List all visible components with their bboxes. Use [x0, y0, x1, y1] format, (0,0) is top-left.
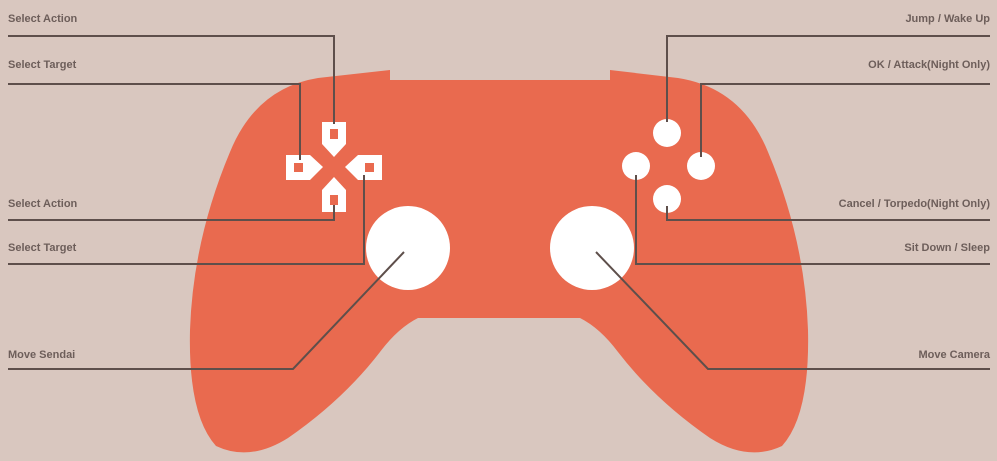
dpad-down-notch	[330, 195, 338, 205]
dpad-left-notch	[294, 163, 303, 172]
label-face-bottom: Cancel / Torpedo(Night Only)	[839, 198, 991, 210]
dpad-right-notch	[365, 163, 374, 172]
controller-center-bridge	[430, 180, 570, 275]
face-button-top[interactable]	[653, 119, 681, 147]
label-dpad-down: Select Action	[8, 198, 78, 210]
label-right-stick: Move Camera	[918, 349, 990, 361]
label-face-left: Sit Down / Sleep	[904, 242, 990, 254]
label-dpad-left: Select Target	[8, 59, 77, 71]
label-face-top: Jump / Wake Up	[905, 13, 990, 25]
label-left-stick: Move Sendai	[8, 349, 75, 361]
label-dpad-up: Select Action	[8, 13, 78, 25]
dpad-up-notch	[330, 129, 338, 139]
label-face-right: OK / Attack(Night Only)	[868, 59, 990, 71]
label-dpad-right: Select Target	[8, 242, 77, 254]
